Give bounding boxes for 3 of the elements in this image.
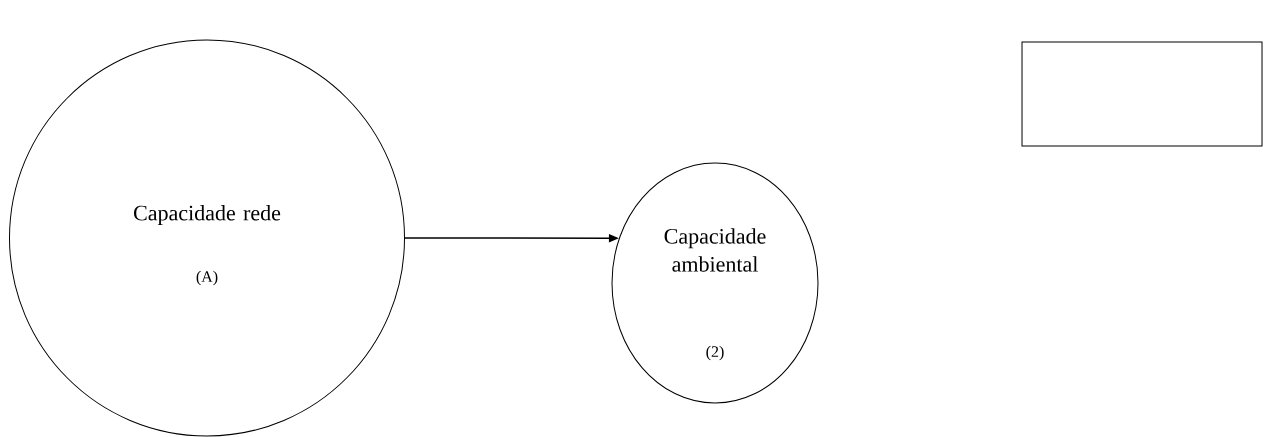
ellipse-node: Capacidade ambiental (2) bbox=[611, 162, 819, 404]
ellipse-node: Capacidade rede (A) bbox=[9, 39, 405, 437]
box-node bbox=[1021, 41, 1263, 147]
